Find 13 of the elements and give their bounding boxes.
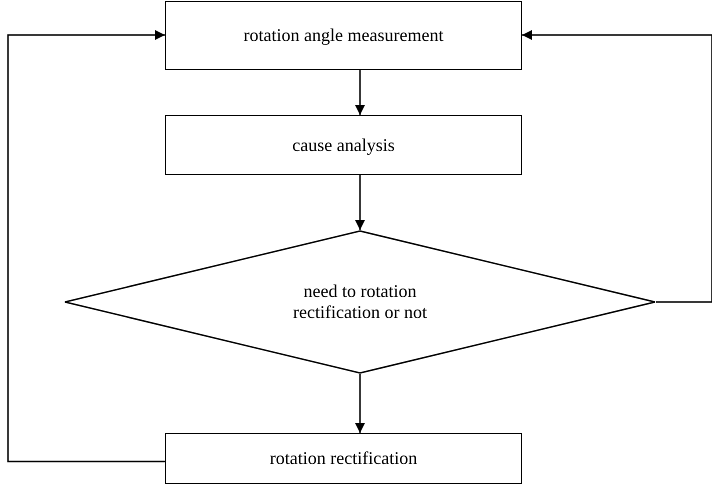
process-box	[165, 115, 522, 175]
process-box	[165, 1, 522, 70]
node-label: rotation rectification	[270, 448, 418, 469]
arrow	[355, 70, 365, 115]
decision-diamond	[64, 230, 656, 374]
process-box	[165, 433, 522, 484]
node-label: need to rotation rectification or not	[292, 281, 428, 323]
arrow	[7, 30, 165, 462]
arrow	[355, 374, 365, 433]
arrow	[355, 175, 365, 230]
node-label: cause analysis	[292, 134, 395, 156]
arrow	[522, 30, 712, 303]
node-label: rotation angle measurement	[244, 25, 444, 46]
